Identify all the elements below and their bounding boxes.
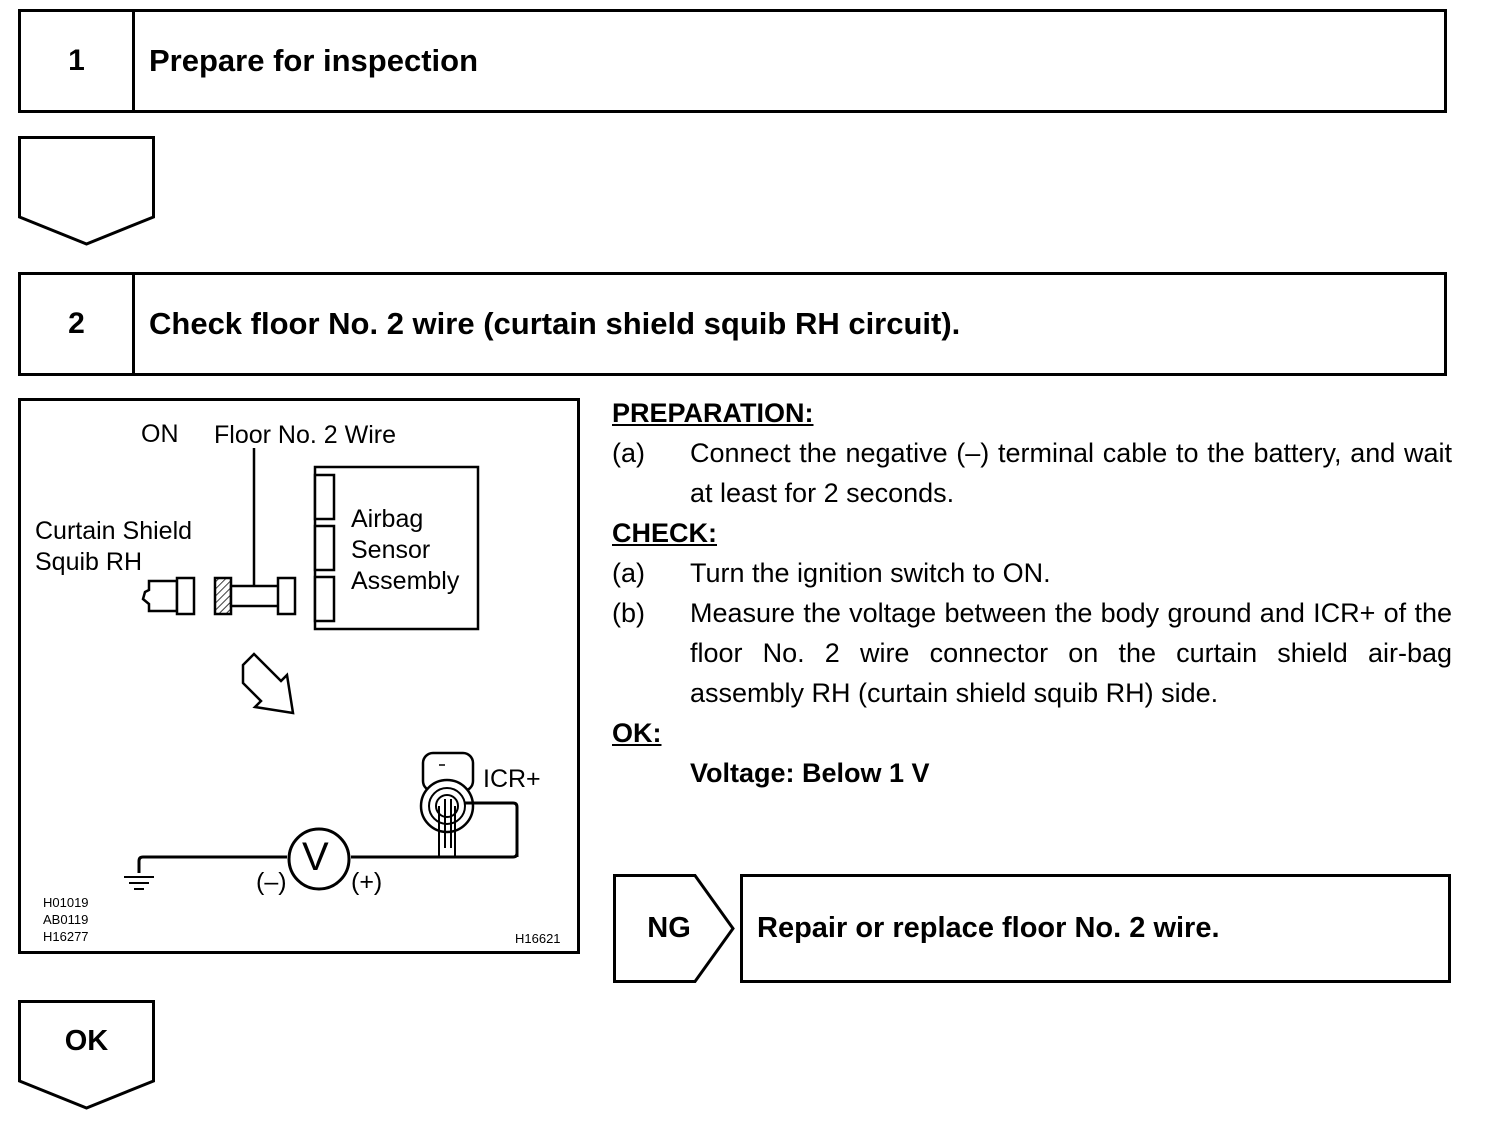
voltmeter-circuit [124,827,519,891]
step-number: 2 [21,275,135,373]
label-squib-rh: Squib RH [35,548,142,576]
figure-code: AB0119 [43,912,89,927]
label-on: ON [141,420,179,448]
squib-connector-icon [141,576,196,616]
step-number: 1 [21,12,135,110]
label-assembly: Assembly [351,567,460,595]
preparation-item: (a) Connect the negative (–) terminal ca… [612,433,1452,513]
ok-label: OK [64,1024,109,1057]
check-heading: CHECK: [612,518,717,548]
flow-down-arrow-icon [18,136,155,246]
item-label: (a) [612,438,645,468]
ng-label: NG [647,912,691,944]
voltmeter-icon [287,827,351,891]
label-positive: (+) [351,868,383,896]
step-2-header: 2 Check floor No. 2 wire (curtain shield… [18,272,1447,376]
item-label: (a) [612,558,645,588]
airbag-sensor-assembly-icon [313,465,480,631]
item-text: Turn the ignition switch to ON. [690,558,1051,588]
label-curtain-shield: Curtain Shield [35,517,193,545]
label-floor-wire: Floor No. 2 Wire [214,421,396,449]
step-title: Prepare for inspection [149,43,479,78]
preparation-heading: PREPARATION: [612,398,814,428]
ok-arrow-icon [18,1000,155,1110]
label-icr-plus: ICR+ [483,765,541,793]
floor-wire-connector-icon [213,448,297,616]
diagram-drawing [124,448,519,891]
ng-arrow-icon [613,874,735,983]
label-airbag: Airbag [351,505,424,533]
ng-action-box: Repair or replace floor No. 2 wire. [740,874,1451,983]
item-text: Measure the voltage between the body gro… [690,598,1452,708]
check-item: (a) Turn the ignition switch to ON. [612,553,1452,593]
step-title: Check floor No. 2 wire (curtain shield s… [149,306,961,341]
label-sensor: Sensor [351,536,431,564]
wiring-diagram: ON Floor No. 2 Wire Curtain Shield Squib… [18,398,580,954]
figure-code: H01019 [43,895,89,910]
voltmeter-symbol: V [302,835,329,879]
step-1-header: 1 Prepare for inspection [18,9,1447,113]
procedure-section: PREPARATION: (a) Connect the negative (–… [612,393,1452,793]
check-item: (b) Measure the voltage between the body… [612,593,1452,713]
icr-connector-icon [419,751,519,857]
figure-code: H16621 [515,931,561,946]
ok-spec: Voltage: Below 1 V [690,758,930,788]
view-direction-arrow-icon [241,652,295,715]
item-label: (b) [612,598,645,628]
label-negative: (–) [256,868,287,896]
figure-code: H16277 [43,929,89,944]
ok-heading: OK: [612,718,662,748]
item-text: Connect the negative (–) terminal cable … [690,438,1452,508]
